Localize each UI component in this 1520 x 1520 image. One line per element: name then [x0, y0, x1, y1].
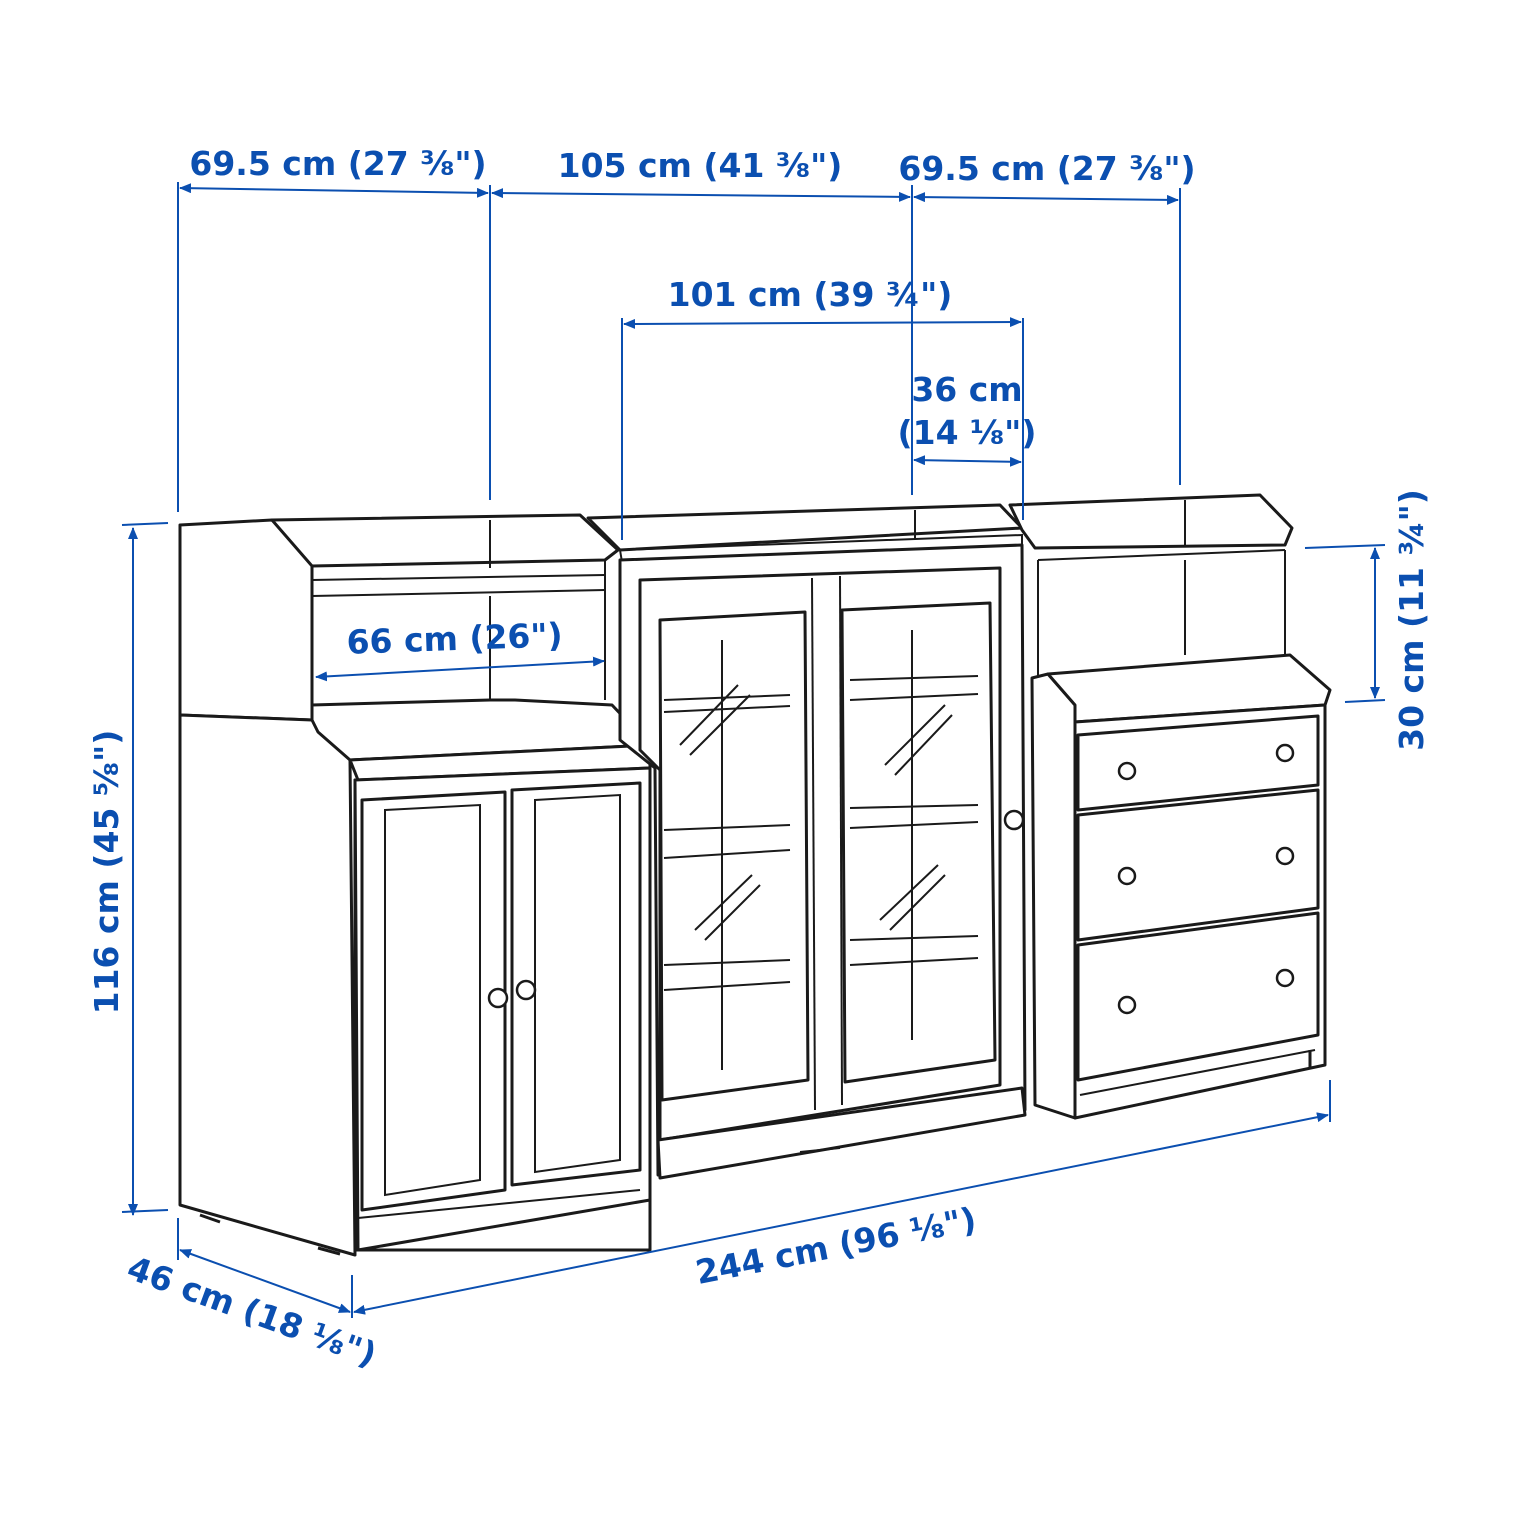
dim-door-width-cm: 36 cm: [911, 370, 1022, 409]
dim-top-middle-width: 105 cm (41 ⅜"): [558, 146, 843, 185]
dim-top-right-width: 69.5 cm (27 ⅜"): [898, 149, 1195, 188]
dim-depth: 46 cm (18 ⅛"): [122, 1248, 381, 1374]
dim-shelf-width: 66 cm (26"): [346, 615, 563, 662]
glass-cabinet: [586, 503, 1027, 1180]
dim-glass-cabinet-width: 101 cm (39 ¾"): [668, 275, 953, 314]
dimension-lines: [121, 182, 1386, 1318]
dim-door-width-in: (14 ⅛"): [898, 413, 1037, 452]
dim-total-height: 116 cm (45 ⅝"): [87, 730, 126, 1015]
dim-upper-shelf-height: 30 cm (11 ¾"): [1392, 489, 1431, 751]
drawer-cabinet: [1008, 493, 1332, 1120]
dim-top-left-width: 69.5 cm (27 ⅜"): [189, 144, 486, 183]
dim-total-width: 244 cm (96 ⅛"): [692, 1199, 979, 1292]
